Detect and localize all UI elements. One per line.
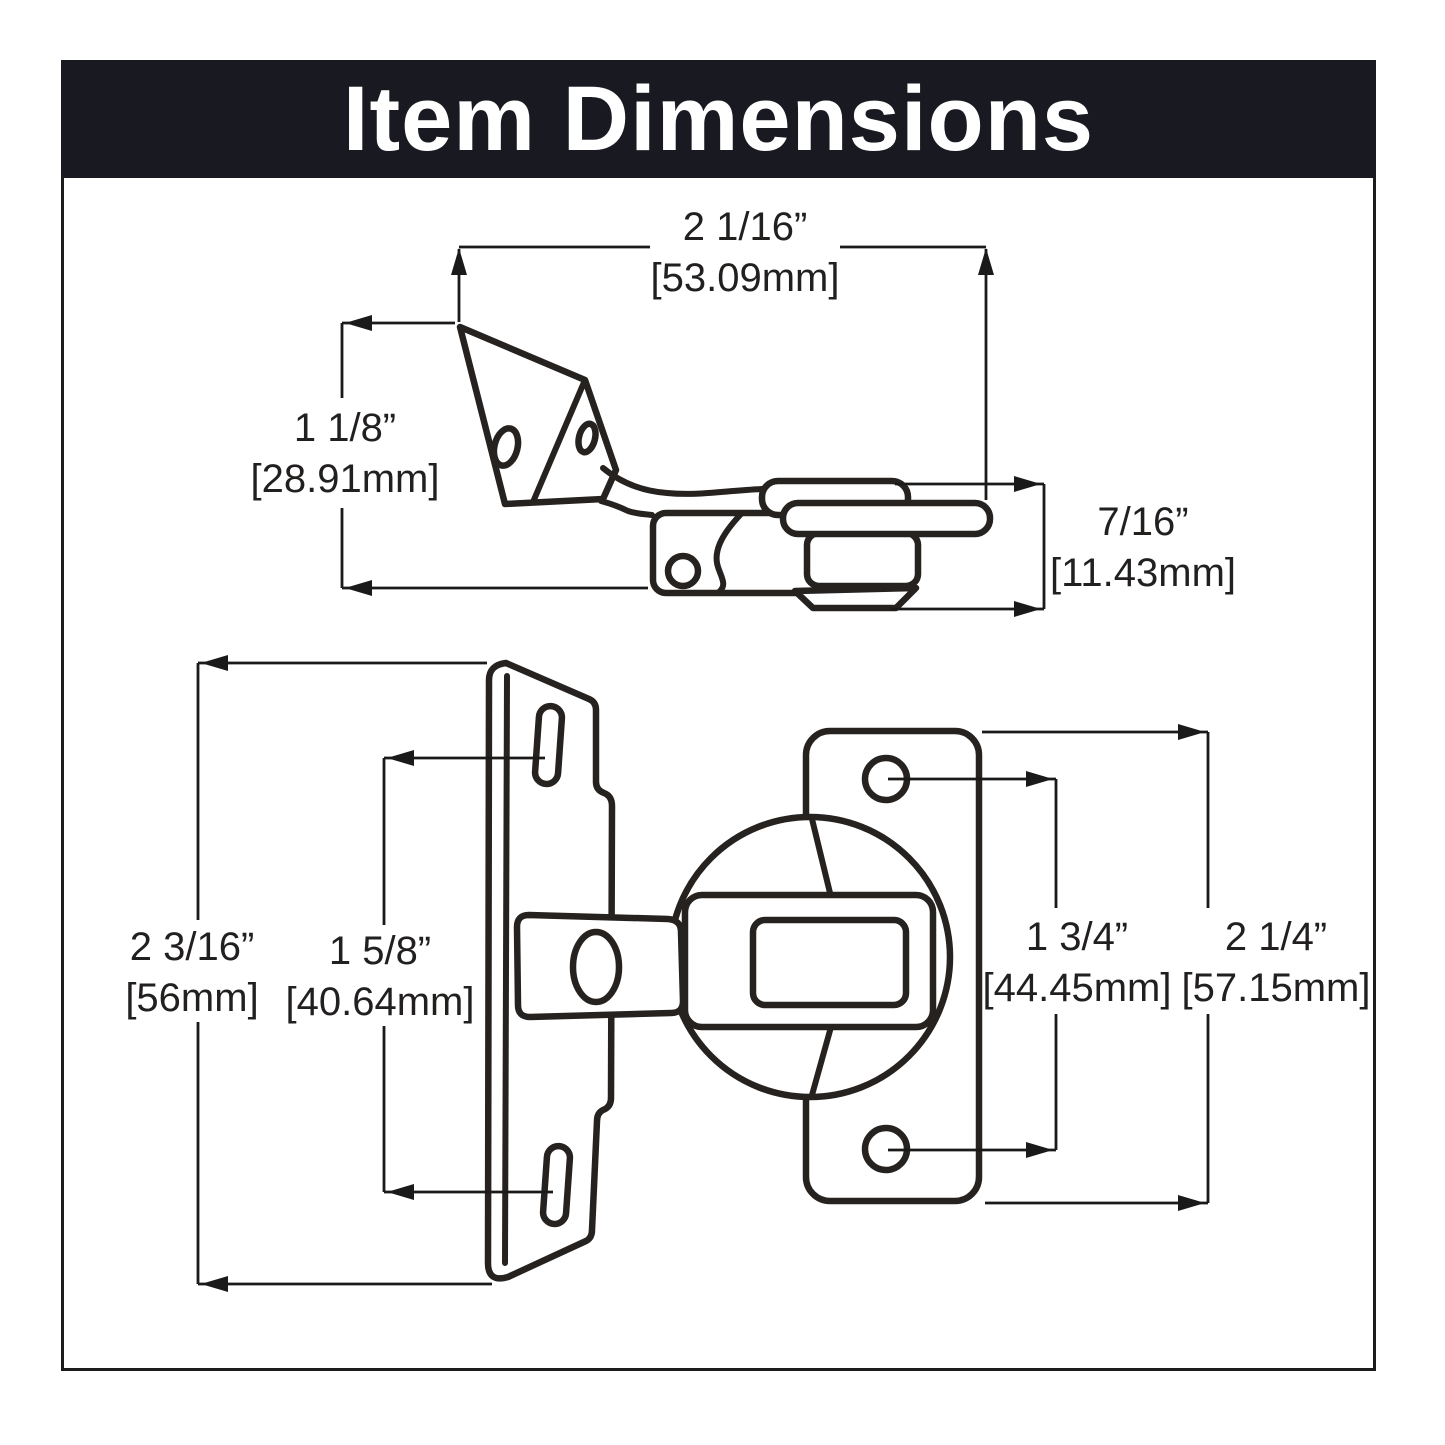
dim-height-lines <box>340 321 648 590</box>
arrow-up-icon <box>451 248 467 275</box>
side-plate-fold <box>530 377 588 505</box>
dim-inches: 1 5/8” <box>328 929 432 973</box>
arrow-left-icon <box>201 655 228 671</box>
arrow-right-icon <box>1014 601 1041 617</box>
dim-mm: [28.91mm] <box>250 457 440 501</box>
side-plate-hole-right <box>575 420 599 456</box>
body-mechanism-line <box>713 511 744 595</box>
plate-fold-line <box>502 673 510 1266</box>
dim-hole-spacing-lines <box>888 777 1058 1152</box>
cup-bottom-lip <box>791 584 920 612</box>
hinge-side-view <box>456 323 994 612</box>
arrow-left-icon <box>345 580 372 596</box>
dim-wing-height-lines <box>982 730 1210 1205</box>
dim-inches: 1 1/8” <box>293 406 397 450</box>
arrow-right-icon <box>1178 724 1205 740</box>
dim-label-hinge-width: 2 1/16” [53.09mm] <box>651 202 840 304</box>
dim-inches: 1 3/4” <box>1025 915 1129 959</box>
side-plate-hole-left <box>490 425 522 469</box>
cup-wedge-bottom <box>809 1024 834 1098</box>
neck-upper-edge <box>600 465 765 497</box>
dim-mm: [57.15mm] <box>1181 966 1371 1010</box>
arrow-left-icon <box>387 1184 414 1200</box>
dim-slot-spacing-lines <box>382 756 553 1194</box>
dim-label-plate-height: 2 3/16” [56mm] <box>125 922 258 1024</box>
arrow-right-icon <box>1026 771 1053 787</box>
page-title: Item Dimensions <box>342 67 1095 170</box>
diagram-frame <box>61 60 1376 1371</box>
arrow-left-icon <box>345 315 372 331</box>
dim-inches: 2 1/16” <box>682 205 808 249</box>
plate-bottom-slot <box>539 1142 574 1228</box>
dim-label-hole-spacing: 1 3/4” [44.45mm] <box>983 912 1172 1014</box>
dim-mm: [44.45mm] <box>982 966 1172 1010</box>
dim-label-cup-depth: 7/16” [11.43mm] <box>1050 497 1236 599</box>
cup-wedge-top <box>809 816 834 900</box>
dim-mm: [40.64mm] <box>285 980 475 1024</box>
dim-label-wing-plate-height: 2 1/4” [57.15mm] <box>1182 912 1371 1014</box>
dim-mm: [56mm] <box>125 976 259 1020</box>
cup-view <box>666 727 983 1205</box>
dim-mm: [53.09mm] <box>650 256 840 300</box>
dim-inches: 2 3/16” <box>129 925 255 969</box>
cup-band-inner <box>749 916 910 1009</box>
arrow-right-icon <box>1026 1142 1053 1158</box>
dim-label-hinge-height: 1 1/8” [28.91mm] <box>251 403 440 505</box>
flange-bar <box>779 499 994 538</box>
arrow-left-icon <box>387 750 414 766</box>
cup-profile <box>803 529 922 590</box>
dim-inches: 7/16” <box>1097 500 1189 544</box>
dim-inches: 2 1/4” <box>1224 915 1328 959</box>
neck-lower-edge <box>598 498 655 518</box>
plate-top-slot <box>531 702 566 788</box>
arrow-right-icon <box>1014 476 1041 492</box>
body-screw-hole <box>664 552 702 590</box>
arrow-up-icon <box>978 248 994 275</box>
arrow-left-icon <box>201 1276 228 1292</box>
arm-oval-hole <box>569 928 623 1006</box>
header-bar: Item Dimensions <box>61 60 1376 178</box>
dim-mm: [11.43mm] <box>1050 551 1236 595</box>
arrow-right-icon <box>1178 1195 1205 1211</box>
dimension-lines <box>196 245 1210 1292</box>
dim-label-slot-spacing: 1 5/8” [40.64mm] <box>286 926 475 1028</box>
side-plate-outline <box>456 323 620 508</box>
plate-front-view <box>484 659 687 1282</box>
dim-plate-height-lines <box>196 661 492 1286</box>
